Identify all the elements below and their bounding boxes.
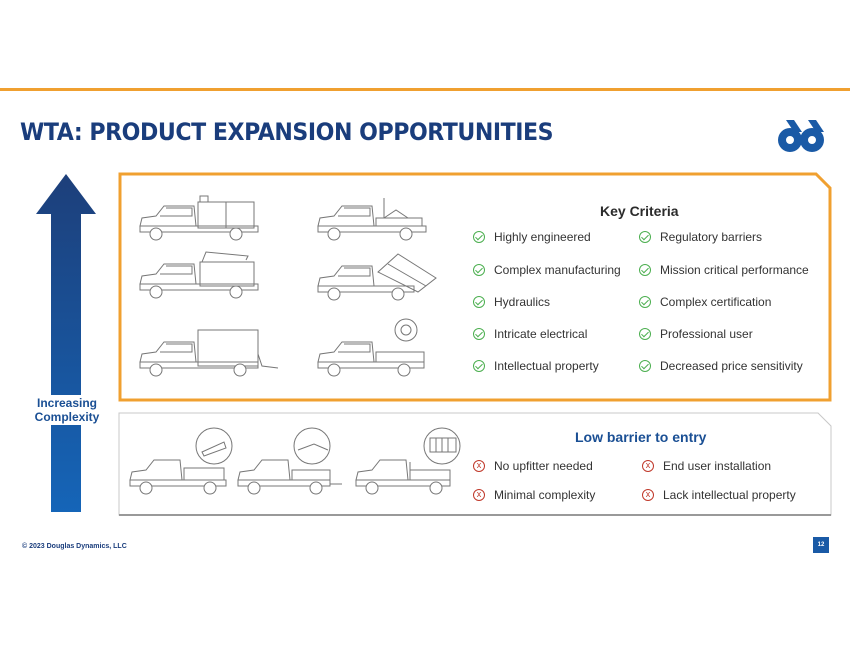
header-accent-line — [0, 88, 850, 91]
x-circle-icon: x — [642, 460, 654, 472]
dump-plow-truck-illustration — [317, 198, 427, 241]
check-circle-icon — [639, 231, 651, 243]
page-title: WTA: PRODUCT EXPANSION OPPORTUNITIES — [20, 118, 554, 146]
criteria-item: Regulatory barriers — [639, 230, 762, 244]
low-barrier-title: Low barrier to entry — [575, 429, 707, 445]
check-circle-icon — [639, 264, 651, 276]
dump-body-truck-illustration — [317, 253, 437, 301]
criteria-item: Mission critical performance — [639, 263, 809, 277]
x-circle-icon: x — [473, 460, 485, 472]
criteria-item: Professional user — [639, 327, 753, 341]
box-liftgate-truck-illustration — [139, 329, 279, 377]
salt-spreader-truck-illustration — [317, 318, 425, 377]
criteria-item: Intellectual property — [473, 359, 599, 373]
criteria-item: Decreased price sensitivity — [639, 359, 803, 373]
criteria-item: Complex manufacturing — [473, 263, 621, 277]
key-criteria-panel — [118, 172, 832, 402]
hitch-truck-illustration — [237, 427, 342, 495]
check-circle-icon — [473, 360, 485, 372]
copyright-footer: © 2023 Douglas Dynamics, LLC — [22, 543, 127, 550]
page-number-badge: 12 — [813, 537, 829, 553]
check-circle-icon — [473, 328, 485, 340]
service-body-truck-illustration — [139, 195, 259, 241]
criteria-item: Complex certification — [639, 295, 771, 309]
rack-truck-illustration — [355, 427, 461, 495]
criteria-item: Highly engineered — [473, 230, 591, 244]
check-circle-icon — [639, 360, 651, 372]
increasing-complexity-arrow — [36, 174, 96, 512]
crane-service-truck-illustration — [139, 251, 259, 299]
check-circle-icon — [473, 231, 485, 243]
criteria-item: Hydraulics — [473, 295, 550, 309]
x-circle-icon: x — [642, 489, 654, 501]
arrow-label: Increasing Complexity — [24, 395, 110, 425]
check-circle-icon — [639, 296, 651, 308]
douglas-dynamics-logo — [778, 120, 824, 152]
toolbox-truck-illustration — [129, 427, 233, 495]
criteria-item: Intricate electrical — [473, 327, 587, 341]
key-criteria-title: Key Criteria — [600, 203, 679, 219]
check-circle-icon — [473, 264, 485, 276]
check-circle-icon — [639, 328, 651, 340]
check-circle-icon — [473, 296, 485, 308]
x-circle-icon: x — [473, 489, 485, 501]
